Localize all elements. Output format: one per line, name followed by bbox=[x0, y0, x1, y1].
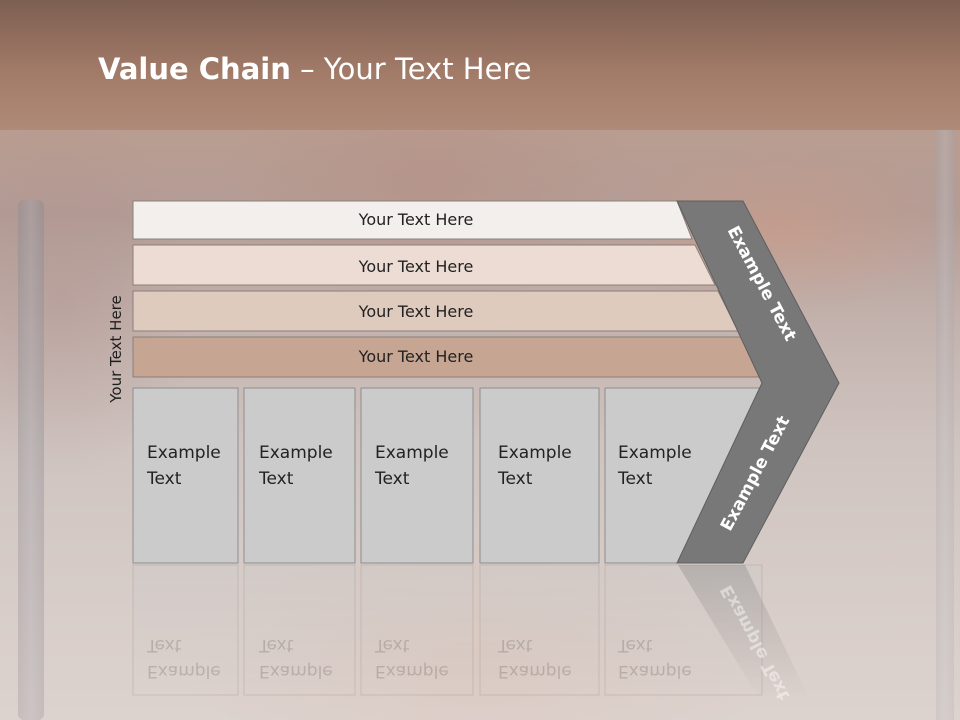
cell-line: Text bbox=[375, 635, 410, 655]
band-1[interactable] bbox=[132, 200, 693, 240]
cell-line: Text bbox=[375, 469, 410, 489]
cell-reflection bbox=[243, 564, 356, 696]
reflection-group bbox=[132, 564, 810, 700]
cell-line: Text bbox=[618, 469, 653, 489]
cell-line: Example bbox=[498, 443, 572, 463]
band-2-label: Your Text Here bbox=[358, 257, 474, 276]
band-1-label: Your Text Here bbox=[358, 210, 474, 229]
band-3-label: Your Text Here bbox=[358, 302, 474, 321]
cell-reflection bbox=[479, 564, 600, 696]
cell-line: Example bbox=[375, 443, 449, 463]
cell-line: Example bbox=[259, 661, 333, 681]
cell-reflection bbox=[132, 564, 239, 696]
chevron-arrow[interactable] bbox=[676, 200, 840, 564]
cell-line: Text bbox=[259, 635, 294, 655]
cell-1[interactable] bbox=[132, 387, 239, 564]
cell-line: Example bbox=[259, 443, 333, 463]
cell-line: Text bbox=[498, 635, 533, 655]
cell-2-reflection-text: Example Text bbox=[259, 632, 333, 684]
cell-3[interactable] bbox=[360, 387, 474, 564]
cell-line: Example bbox=[498, 661, 572, 681]
cell-4-reflection-text: Example Text bbox=[498, 632, 572, 684]
cell-4[interactable] bbox=[479, 387, 600, 564]
cell-1-reflection-text: Example Text bbox=[147, 632, 221, 684]
cell-line: Text bbox=[498, 469, 533, 489]
cell-line: Example bbox=[618, 443, 692, 463]
cell-line: Text bbox=[147, 469, 182, 489]
title-band bbox=[0, 0, 960, 130]
band-2[interactable] bbox=[132, 244, 716, 286]
cell-line: Text bbox=[618, 635, 653, 655]
cell-2[interactable] bbox=[243, 387, 356, 564]
cell-line: Example bbox=[147, 443, 221, 463]
cell-line: Example bbox=[618, 661, 692, 681]
cell-line: Example bbox=[147, 661, 221, 681]
cell-line: Example bbox=[375, 661, 449, 681]
slide-title[interactable]: Value Chain – Your Text Here bbox=[98, 52, 532, 86]
cell-line: Text bbox=[259, 469, 294, 489]
band-4-label: Your Text Here bbox=[358, 347, 474, 366]
title-rest: – Your Text Here bbox=[300, 52, 532, 86]
cell-line: Text bbox=[147, 635, 182, 655]
cell-5-reflection-text: Example Text bbox=[618, 632, 692, 684]
title-bold: Value Chain bbox=[98, 52, 291, 86]
cell-reflection bbox=[360, 564, 474, 696]
arrow-reflection bbox=[678, 565, 810, 700]
cell-3-reflection-text: Example Text bbox=[375, 632, 449, 684]
